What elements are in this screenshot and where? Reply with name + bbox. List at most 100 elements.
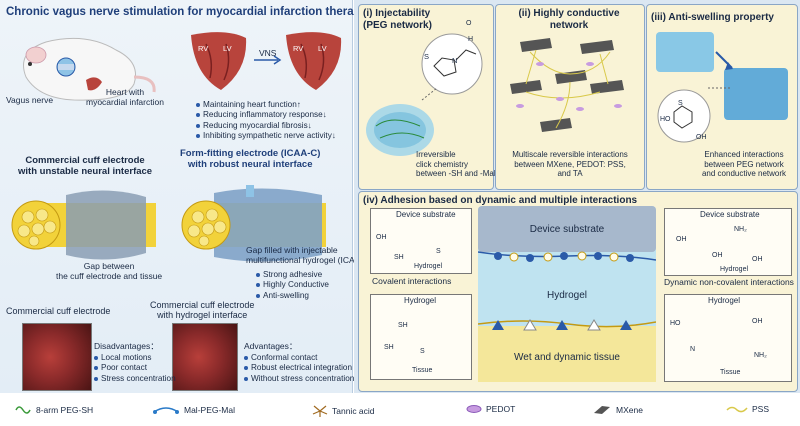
box-left-device-label: Device substrate xyxy=(396,210,456,219)
advantage-item: Conformal contact xyxy=(244,353,354,363)
rat-illustration xyxy=(23,37,156,101)
rv-label-1: RV xyxy=(198,44,209,53)
cuff-electrode-illustrations xyxy=(11,185,326,262)
chem-sh-2: SH xyxy=(398,322,408,329)
commercial-electrode-title: Commercial cuff electrode with unstable … xyxy=(18,155,153,178)
box-left-tissue-label: Tissue xyxy=(412,367,433,374)
box-right-hydrogel-label: Hydrogel xyxy=(720,266,749,273)
box-hydrogel-tissue-right xyxy=(664,294,792,382)
covalent-label: Covalent interactions xyxy=(372,276,452,286)
advantages-title: Advantages： xyxy=(244,341,298,351)
chem-s-label-iii: S xyxy=(678,100,683,107)
legend-label: Tannic acid xyxy=(332,406,375,416)
disadvantages-list: Local motions Poor contact Stress concen… xyxy=(94,353,176,384)
box-right-tissue-label: Tissue xyxy=(720,369,741,376)
chem-oh-2: OH xyxy=(676,236,687,243)
chem-oh-3: OH xyxy=(712,252,723,259)
advantage-item: Without stress concentration xyxy=(244,374,354,384)
center-tissue-label: Wet and dynamic tissue xyxy=(514,352,620,363)
legend-label: PEDOT xyxy=(486,404,516,414)
icaa-features-list: Strong adhesive Highly Conductive Anti-s… xyxy=(256,270,329,301)
peg-sh-icon xyxy=(15,406,31,414)
legend-bar: 8-arm PEG-SH Mal-PEG-Mal Tannic acid PED… xyxy=(0,395,800,426)
legend-item-mxene: MXene xyxy=(592,404,643,416)
chem-ho-1: HO xyxy=(670,320,681,327)
panel-ii-caption: Multiscale reversible interactions betwe… xyxy=(512,150,628,179)
legend-item-mal-peg-mal: Mal-PEG-Mal xyxy=(152,404,235,416)
chem-s-1: S xyxy=(436,248,441,255)
benefit-item: Reducing myocardial fibrosis↓ xyxy=(196,121,336,131)
feature-item: Anti-swelling xyxy=(256,291,329,301)
disadvantages-title: Disadvantages： xyxy=(94,341,159,351)
heart-label: Heart with myocardial infarction xyxy=(86,87,164,107)
conductive-network-illustration xyxy=(510,38,624,132)
disadvantage-item: Local motions xyxy=(94,353,176,363)
mxene-icon xyxy=(594,406,610,414)
center-device-label: Device substrate xyxy=(529,224,605,235)
vns-benefits-list: Maintaining heart function↑ Reducing inf… xyxy=(196,100,336,141)
heart-sections xyxy=(191,32,342,90)
benefit-item: Maintaining heart function↑ xyxy=(196,100,336,110)
gap-label: Gap between the cuff electrode and tissu… xyxy=(56,261,163,281)
panel-i-title: (i) Injectability (PEG network) xyxy=(363,8,432,31)
legend-label: MXene xyxy=(616,405,643,415)
mal-peg-mal-icon xyxy=(153,407,179,414)
benefit-item: Reducing inflammatory response↓ xyxy=(196,110,336,120)
legend-label: 8-arm PEG-SH xyxy=(36,405,94,415)
center-hydrogel-label: Hydrogel xyxy=(546,290,588,301)
pedot-icon xyxy=(466,405,482,413)
panel-iii-title: (iii) Anti-swelling property xyxy=(651,12,774,23)
box-right-hydrogel-label-2: Hydrogel xyxy=(708,296,741,305)
disadvantage-item: Poor contact xyxy=(94,363,176,373)
lv-label-1: LV xyxy=(223,44,232,53)
main-title: Chronic vagus nerve stimulation for myoc… xyxy=(6,6,368,18)
adhesion-center-illustration xyxy=(478,206,656,382)
chem-n-label: N xyxy=(452,56,458,65)
vagus-nerve-label: Vagus nerve xyxy=(6,95,54,105)
legend-label: Mal-PEG-Mal xyxy=(184,405,236,415)
box-hydrogel-tissue-left xyxy=(370,294,472,380)
chem-s-label: S xyxy=(424,52,430,61)
photo2-caption: Commercial cuff electrode with hydrogel … xyxy=(150,300,255,321)
chem-o-label: O xyxy=(466,20,472,27)
photo1-caption: Commercial cuff electrode xyxy=(6,306,111,316)
chem-oh-label-iii: OH xyxy=(696,134,707,141)
chem-oh-4: OH xyxy=(752,256,763,263)
form-fitting-electrode-title: Form-fitting electrode (ICAA-C) with rob… xyxy=(180,148,321,171)
panel-iv-title: (iv) Adhesion based on dynamic and multi… xyxy=(363,195,638,206)
lv-label-2: LV xyxy=(318,44,327,53)
chem-nh2-1: NH₂ xyxy=(734,226,747,233)
chem-ho-label-iii: HO xyxy=(660,116,671,123)
tannic-acid-icon xyxy=(312,405,328,417)
chem-sh-1: SH xyxy=(394,254,404,261)
pss-icon xyxy=(726,406,748,413)
peg-network-illustration xyxy=(366,33,483,156)
legend-item-tannic-acid: Tannic acid xyxy=(312,404,375,418)
legend-item-pedot: PEDOT xyxy=(466,404,515,414)
box-device-hydrogel-right xyxy=(664,208,792,276)
feature-item: Strong adhesive xyxy=(256,270,329,280)
chem-s-2: S xyxy=(420,348,425,355)
noncovalent-label: Dynamic non-covalent interactions xyxy=(664,277,794,287)
chem-n-2: N xyxy=(690,346,696,353)
legend-item-peg-sh: 8-arm PEG-SH xyxy=(14,404,93,416)
box-left-hydrogel-label: Hydrogel xyxy=(414,263,443,270)
panel-ii-title: (ii) Highly conductive network xyxy=(518,8,620,31)
disadvantage-item: Stress concentration xyxy=(94,374,176,384)
chem-oh-5: OH xyxy=(752,318,763,325)
advantages-list: Conformal contact Robust electrical inte… xyxy=(244,353,354,384)
photo-commercial-electrode xyxy=(22,323,92,391)
box-left-hydrogel-label-2: Hydrogel xyxy=(404,296,437,305)
anti-swelling-illustration xyxy=(656,32,788,143)
legend-label: PSS xyxy=(752,404,770,414)
advantage-item: Robust electrical integration xyxy=(244,363,354,373)
chem-h-label: H xyxy=(468,36,474,43)
benefit-item: Inhibiting sympathetic nerve activity↓ xyxy=(196,131,336,141)
box-right-device-label: Device substrate xyxy=(700,210,760,219)
rv-label-2: RV xyxy=(293,44,304,53)
legend-item-pss: PSS xyxy=(726,404,769,414)
chem-nh2-2: NH₂ xyxy=(754,352,767,359)
feature-item: Highly Conductive xyxy=(256,280,329,290)
box-device-hydrogel-left xyxy=(370,208,472,274)
chem-sh-3: SH xyxy=(384,344,394,351)
